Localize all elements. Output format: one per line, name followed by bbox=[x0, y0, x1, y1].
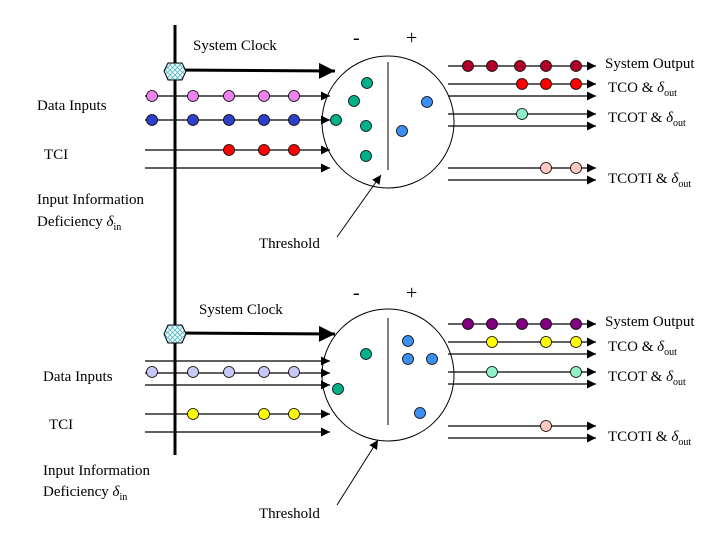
top-tci-label: TCI bbox=[44, 147, 68, 163]
top-red-dot bbox=[540, 78, 552, 90]
top-system-output-label: System Output bbox=[605, 56, 695, 72]
bottom-lavender-dot bbox=[223, 366, 235, 378]
bottom-system-clock-label: System Clock bbox=[199, 302, 283, 318]
top-output-dots bbox=[462, 60, 582, 174]
bottom-deficiency-label: Deficiency δin bbox=[43, 484, 127, 503]
top-threshold-label: Threshold bbox=[259, 236, 320, 252]
bottom-neuron-dots bbox=[332, 335, 438, 419]
top-salmon-dot bbox=[570, 162, 582, 174]
top-tcot-label: TCOT & δout bbox=[608, 110, 686, 129]
top-red-dot bbox=[223, 144, 235, 156]
top-threshold-pointer bbox=[336, 174, 382, 238]
bottom-lavender-dot bbox=[288, 366, 300, 378]
top-red-dot bbox=[570, 78, 582, 90]
bottom-sky-blue-dot bbox=[414, 407, 426, 419]
bottom-sky-blue-dot bbox=[426, 353, 438, 365]
bottom-purple-dot bbox=[516, 318, 528, 330]
top-pink-dot bbox=[258, 90, 270, 102]
top-light-teal-dot bbox=[516, 108, 528, 120]
bottom-light-teal-dot bbox=[486, 366, 498, 378]
bottom-minus-sign: - bbox=[353, 282, 360, 304]
top-pink-dot bbox=[288, 90, 300, 102]
top-dark-red-dot bbox=[486, 60, 498, 72]
top-red-dot bbox=[516, 78, 528, 90]
bottom-clock-hexagon bbox=[163, 324, 187, 344]
bottom-section: System Clock - + bbox=[43, 282, 695, 522]
top-teal-dot bbox=[348, 95, 360, 107]
top-teal-dot bbox=[330, 114, 342, 126]
bottom-teal-dot bbox=[332, 383, 344, 395]
top-blue-dot bbox=[187, 114, 199, 126]
top-tco-label: TCO & δout bbox=[608, 80, 677, 99]
top-minus-sign: - bbox=[353, 27, 360, 49]
top-pink-dot bbox=[223, 90, 235, 102]
bottom-purple-dot bbox=[570, 318, 582, 330]
top-dark-red-dot bbox=[514, 60, 526, 72]
bottom-lavender-dot bbox=[258, 366, 270, 378]
bottom-yellow-dot bbox=[570, 336, 582, 348]
bottom-threshold-label: Threshold bbox=[259, 506, 320, 522]
bottom-input-dots bbox=[146, 366, 300, 420]
top-blue-dot bbox=[258, 114, 270, 126]
bottom-sky-blue-dot bbox=[402, 335, 414, 347]
top-plus-sign: + bbox=[406, 27, 417, 49]
top-section: System Clock - + bbox=[37, 27, 695, 252]
top-dark-red-dot bbox=[570, 60, 582, 72]
top-system-clock-arrow bbox=[174, 62, 336, 79]
top-sky-blue-dot bbox=[421, 96, 433, 108]
bottom-tco-label: TCO & δout bbox=[608, 339, 677, 358]
bottom-yellow-dot bbox=[187, 408, 199, 420]
top-neuron-dots bbox=[330, 77, 433, 162]
top-blue-dot bbox=[288, 114, 300, 126]
top-dark-red-dot bbox=[462, 60, 474, 72]
bottom-input-info-label: Input Information bbox=[43, 463, 151, 479]
bottom-threshold-pointer bbox=[336, 439, 379, 506]
bottom-yellow-dot bbox=[288, 408, 300, 420]
top-pink-dot bbox=[187, 90, 199, 102]
bottom-output-dots bbox=[462, 318, 582, 432]
top-red-dot bbox=[288, 144, 300, 156]
bottom-yellow-dot bbox=[540, 336, 552, 348]
top-dark-red-dot bbox=[540, 60, 552, 72]
top-salmon-dot bbox=[540, 162, 552, 174]
bottom-sky-blue-dot bbox=[402, 353, 414, 365]
bottom-tcot-label: TCOT & δout bbox=[608, 369, 686, 388]
top-red-dot bbox=[258, 144, 270, 156]
bottom-lavender-dot bbox=[187, 366, 199, 378]
bottom-purple-dot bbox=[462, 318, 474, 330]
top-input-dots bbox=[146, 90, 300, 156]
bottom-system-clock-arrow bbox=[174, 325, 336, 342]
top-blue-dot bbox=[223, 114, 235, 126]
bottom-yellow-dot bbox=[258, 408, 270, 420]
bottom-purple-dot bbox=[540, 318, 552, 330]
top-pink-dot bbox=[146, 90, 158, 102]
top-system-clock-label: System Clock bbox=[193, 38, 277, 54]
top-blue-dot bbox=[146, 114, 158, 126]
top-teal-dot bbox=[360, 150, 372, 162]
bottom-teal-dot bbox=[360, 348, 372, 360]
top-clock-hexagon bbox=[163, 62, 187, 81]
top-input-info-label: Input Information bbox=[37, 192, 145, 208]
top-tcoti-label: TCOTI & δout bbox=[608, 171, 691, 190]
bottom-tcoti-label: TCOTI & δout bbox=[608, 429, 691, 448]
top-data-inputs-label: Data Inputs bbox=[37, 98, 107, 114]
bottom-data-inputs-label: Data Inputs bbox=[43, 369, 113, 385]
bottom-yellow-dot bbox=[486, 336, 498, 348]
top-teal-dot bbox=[360, 120, 372, 132]
bottom-light-teal-dot bbox=[570, 366, 582, 378]
bottom-tci-label: TCI bbox=[49, 417, 73, 433]
bottom-plus-sign: + bbox=[406, 282, 417, 304]
bottom-purple-dot bbox=[486, 318, 498, 330]
bottom-system-output-label: System Output bbox=[605, 314, 695, 330]
top-sky-blue-dot bbox=[396, 125, 408, 137]
top-deficiency-label: Deficiency δin bbox=[37, 214, 121, 233]
bottom-salmon-dot bbox=[540, 420, 552, 432]
top-teal-dot bbox=[361, 77, 373, 89]
bottom-lavender-dot bbox=[146, 366, 158, 378]
